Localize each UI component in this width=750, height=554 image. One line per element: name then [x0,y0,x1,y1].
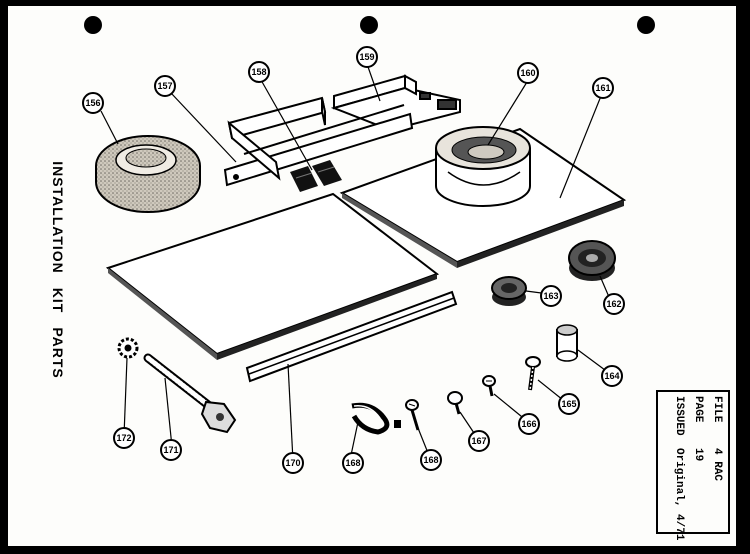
callout-160: 160 [520,68,535,78]
callout-158: 158 [251,67,266,77]
binder-hole-right [637,16,655,34]
callout-164: 164 [604,371,619,381]
clip [351,402,401,435]
issued-label: ISSUED [673,396,685,436]
callout-167: 167 [471,436,486,446]
knob [568,240,616,281]
callout-172: 172 [116,433,131,443]
callout-166: 166 [521,419,536,429]
page-title: INSTALLATION KIT PARTS [50,161,66,379]
title-word-2: KIT [50,287,66,314]
issued-row: ISSUED Original, 4/71 [669,396,688,540]
rivet [447,391,463,415]
page-row: PAGE 19 [688,396,707,536]
title-word-1: INSTALLATION [50,161,66,274]
callout-170: 170 [285,458,300,468]
file-row: FILE 4 RAC [707,396,726,536]
exploded-diagram: 156 157 158 159 160 161 162 163 164 165 … [82,16,655,474]
lock-nut [117,337,139,359]
drain-seal [435,126,531,207]
callout-171: 171 [163,445,178,455]
binder-hole-left [84,16,102,34]
callout-156: 156 [85,98,100,108]
file-value: 4 RAC [711,448,723,482]
sleeve [556,324,578,362]
foam-gasket [95,135,201,213]
page-label: PAGE [692,396,704,423]
callout-163: 163 [543,291,558,301]
bolt [143,353,237,434]
binder-hole-center [360,16,378,34]
screw-165 [525,356,541,391]
file-label: FILE [711,396,723,423]
file-info-box: FILE 4 RAC PAGE 19 ISSUED Original, 4/71 [656,390,730,540]
issued-value: Original, 4/71 [673,448,685,541]
left-panel [105,192,440,360]
callout-165: 165 [561,399,576,409]
sealing-strip [245,290,458,383]
screw-168 [405,399,420,431]
parts-sheet: 156 157 158 159 160 161 162 163 164 165 … [8,6,736,546]
callout-159: 159 [359,52,374,62]
upper-bracket [330,74,461,132]
callout-157: 157 [157,81,172,91]
grommet [491,276,527,306]
callout-168-screw: 168 [423,455,438,465]
screw-166 [482,375,496,397]
callout-circles [82,46,625,474]
callout-168-clip: 168 [345,458,360,468]
foam-pads [290,160,342,192]
callout-162: 162 [606,299,621,309]
callout-161: 161 [595,83,610,93]
slide-rail [223,96,414,187]
page-value: 19 [692,448,704,462]
title-word-3: PARTS [50,327,66,379]
